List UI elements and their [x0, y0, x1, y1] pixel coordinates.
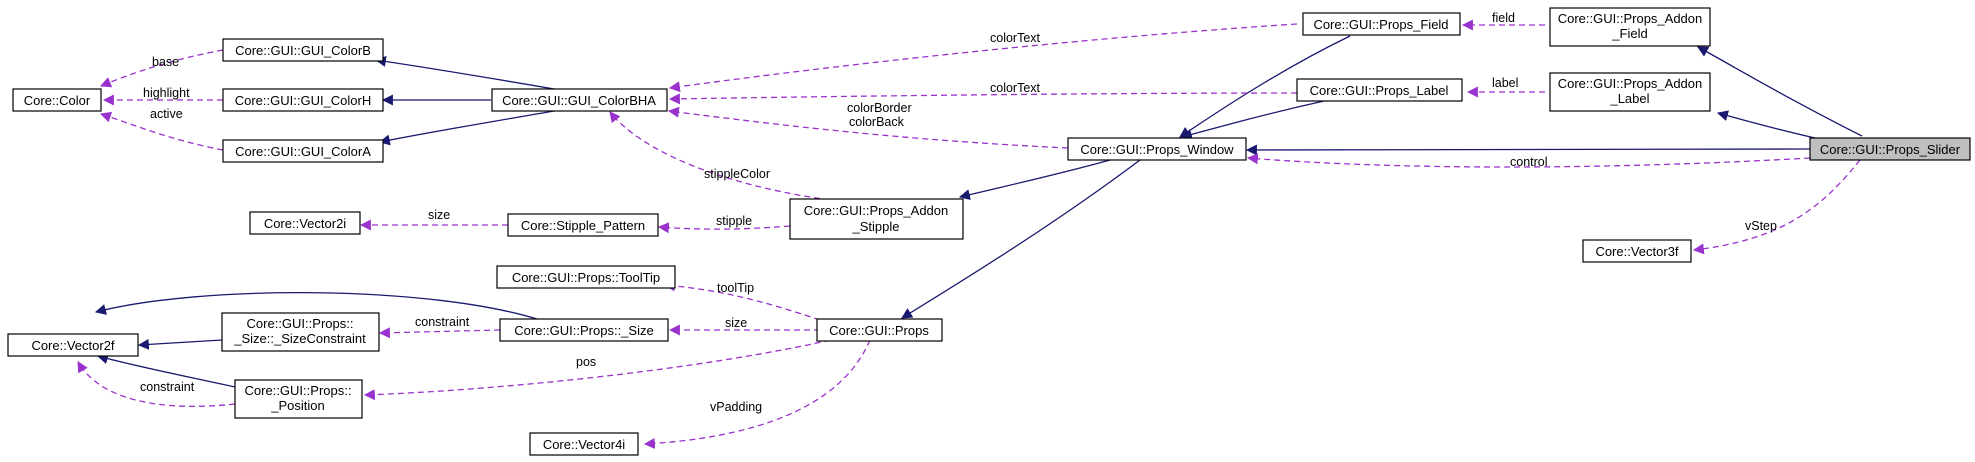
edge-label-colortext-field: colorText: [990, 31, 1041, 45]
edge-constraint-pos-use: [77, 361, 236, 407]
edge-label-size-props: size: [725, 316, 747, 330]
edge-label-constraint-size: constraint: [415, 315, 470, 329]
edge-label-constraint-pos: constraint: [140, 380, 195, 394]
edge-label-colortext-label: colorText: [990, 81, 1041, 95]
edge-vstep-use: [1692, 159, 1861, 255]
svg-text:Core::Color: Core::Color: [24, 93, 91, 108]
edge-label-active: active: [150, 107, 183, 121]
svg-text:_Field: _Field: [1611, 26, 1647, 41]
edge-colortext-label-use: [668, 92, 1298, 105]
edge-stipple-addon-to-window: [958, 159, 1111, 201]
node-props-slider[interactable]: Core::GUI::Props_Slider: [1809, 137, 1971, 161]
svg-text:Core::Vector2f: Core::Vector2f: [31, 338, 114, 353]
edge-slider-to-addon-label: [1716, 110, 1816, 139]
svg-text:Core::Vector3f: Core::Vector3f: [1595, 244, 1678, 259]
edge-label-control: control: [1510, 155, 1548, 169]
node-gui-colorbha[interactable]: Core::GUI::GUI_ColorBHA: [491, 88, 668, 112]
node-vector3f[interactable]: Core::Vector3f: [1582, 239, 1692, 263]
edge-active-use: [99, 111, 224, 151]
svg-text:Core::GUI::Props::ToolTip: Core::GUI::Props::ToolTip: [512, 270, 660, 285]
edge-label-colorback: colorBack: [849, 115, 905, 129]
svg-text:Core::GUI::GUI_ColorA: Core::GUI::GUI_ColorA: [235, 144, 371, 159]
node-props-addon-label[interactable]: Core::GUI::Props_Addon _Label: [1549, 72, 1711, 112]
svg-text:Core::GUI::Props: Core::GUI::Props: [829, 323, 929, 338]
node-gui-colorb[interactable]: Core::GUI::GUI_ColorB: [222, 38, 384, 62]
node-gui-colora[interactable]: Core::GUI::GUI_ColorA: [222, 139, 384, 163]
edge-colora-to-colorbha: [378, 109, 561, 146]
svg-text:Core::GUI::Props_Field: Core::GUI::Props_Field: [1313, 17, 1448, 32]
edge-label-base: base: [152, 55, 179, 69]
edge-control-use: [1246, 153, 1811, 168]
svg-text:Core::GUI::Props_Addon: Core::GUI::Props_Addon: [804, 203, 949, 218]
node-vector4i[interactable]: Core::Vector4i: [529, 432, 639, 456]
svg-text:Core::Vector4i: Core::Vector4i: [543, 437, 625, 452]
node-vector2f[interactable]: Core::Vector2f: [7, 333, 139, 357]
svg-text:Core::GUI::GUI_ColorB: Core::GUI::GUI_ColorB: [235, 43, 371, 58]
svg-text:Core::GUI::Props_Addon: Core::GUI::Props_Addon: [1558, 11, 1703, 26]
svg-text:Core::GUI::Props_Addon: Core::GUI::Props_Addon: [1558, 76, 1703, 91]
svg-text:Core::GUI::GUI_ColorH: Core::GUI::GUI_ColorH: [235, 93, 372, 108]
svg-text:_Size::_SizeConstraint: _Size::_SizeConstraint: [233, 331, 366, 346]
edge-tooltip-use: [663, 280, 821, 321]
node-vector2i[interactable]: Core::Vector2i: [249, 211, 361, 235]
svg-text:Core::GUI::Props_Label: Core::GUI::Props_Label: [1310, 83, 1449, 98]
edge-label-stipple: stipple: [716, 214, 752, 228]
svg-text:_Position: _Position: [270, 398, 324, 413]
svg-text:Core::GUI::GUI_ColorBHA: Core::GUI::GUI_ColorBHA: [502, 93, 656, 108]
edge-label-colorborder: colorBorder: [847, 101, 912, 115]
node-stipple-pattern[interactable]: Core::Stipple_Pattern: [507, 213, 659, 237]
edge-label-vpadding: vPadding: [710, 400, 762, 414]
edge-position-to-vector2f: [96, 353, 236, 388]
edge-window-to-colorbha: [667, 106, 1069, 149]
node-core-color[interactable]: Core::Color: [12, 88, 102, 112]
edge-vpadding-use: [643, 339, 871, 449]
svg-text:Core::Stipple_Pattern: Core::Stipple_Pattern: [521, 218, 645, 233]
edge-label-stipplecolor: stippleColor: [704, 167, 770, 181]
svg-text:Core::GUI::Props::: Core::GUI::Props::: [247, 316, 354, 331]
node-props-label[interactable]: Core::GUI::Props_Label: [1296, 78, 1463, 102]
edge-colortext-field-use: [668, 23, 1298, 93]
node-props[interactable]: Core::GUI::Props: [816, 318, 943, 342]
node-props-field[interactable]: Core::GUI::Props_Field: [1302, 12, 1461, 36]
edge-slider-to-addon-field: [1697, 46, 1863, 137]
svg-text:Core::GUI::Props_Window: Core::GUI::Props_Window: [1080, 142, 1234, 157]
node-props-sizeconstraint[interactable]: Core::GUI::Props:: _Size::_SizeConstrain…: [221, 312, 380, 352]
node-props-window[interactable]: Core::GUI::Props_Window: [1067, 137, 1247, 161]
edge-field-to-window: [1179, 35, 1351, 138]
edge-label-field: field: [1492, 11, 1515, 25]
svg-text:_Stipple: _Stipple: [852, 219, 900, 234]
svg-text:Core::GUI::Props_Slider: Core::GUI::Props_Slider: [1820, 142, 1961, 157]
node-props-addon-field[interactable]: Core::GUI::Props_Addon _Field: [1549, 7, 1711, 47]
svg-text:_Label: _Label: [1609, 91, 1649, 106]
edge-label-size-vec2i: size: [428, 208, 450, 222]
node-props-tooltip[interactable]: Core::GUI::Props::ToolTip: [496, 265, 676, 289]
edge-slider-to-props-window: [1245, 144, 1811, 156]
node-props-position[interactable]: Core::GUI::Props:: _Position: [234, 379, 363, 419]
svg-text:Core::GUI::Props::: Core::GUI::Props::: [245, 383, 352, 398]
svg-text:Core::GUI::Props::_Size: Core::GUI::Props::_Size: [514, 323, 653, 338]
edge-sizeconstraint-to-vector2f: [137, 338, 223, 350]
edge-colorb-to-colorbha: [374, 56, 561, 91]
edge-label-pos: pos: [576, 355, 596, 369]
edge-base-use: [99, 49, 224, 88]
edge-constraint-size-use: [378, 327, 501, 339]
edge-stipplecolor-use: [609, 111, 831, 201]
edge-label-highlight: highlight: [143, 86, 190, 100]
edge-props-to-window: [901, 159, 1141, 319]
edge-label-tooltip: toolTip: [717, 281, 754, 295]
node-props-addon-stipple[interactable]: Core::GUI::Props_Addon _Stipple: [789, 198, 964, 240]
node-gui-colorh[interactable]: Core::GUI::GUI_ColorH: [222, 88, 384, 112]
edge-pos-use: [363, 337, 841, 401]
node-props-size[interactable]: Core::GUI::Props::_Size: [499, 318, 669, 342]
edge-label-to-window: [1180, 100, 1325, 140]
edge-label-label: label: [1492, 76, 1518, 90]
svg-text:Core::Vector2i: Core::Vector2i: [264, 216, 346, 231]
edge-label-vstep: vStep: [1745, 219, 1777, 233]
edge-size-to-vector2f: [94, 292, 541, 321]
